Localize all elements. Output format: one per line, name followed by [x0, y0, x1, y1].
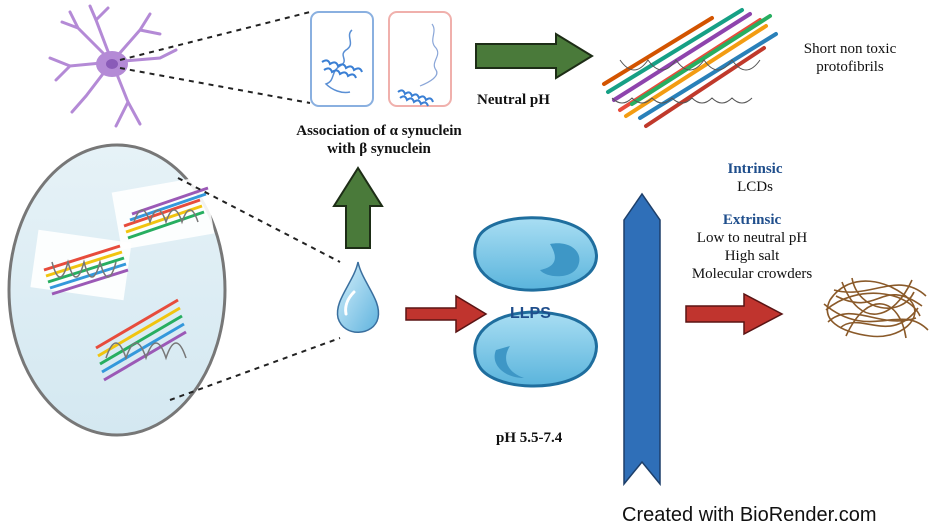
ph-range-label: pH 5.5-7.4	[496, 430, 563, 446]
protofibril-icon	[602, 8, 778, 128]
intrinsic-block: Intrinsic LCDs	[700, 160, 810, 196]
green-arrow-up	[332, 166, 384, 249]
green-arrow-right	[475, 32, 594, 80]
intrinsic-title: Intrinsic	[727, 161, 783, 177]
extrinsic-block: Extrinsic Low to neutral pH High salt Mo…	[672, 211, 832, 283]
intrinsic-item: LCDs	[737, 179, 773, 195]
beta-synuclein-panel	[388, 11, 452, 107]
extrinsic-title: Extrinsic	[722, 212, 782, 228]
fibril-card-2	[111, 176, 215, 250]
extrinsic-item: Low to neutral pH	[696, 230, 808, 246]
fibril-card-3	[95, 298, 187, 382]
association-label: Association of α synuclein with β synucl…	[285, 122, 473, 158]
biorender-credit: Created with BioRender.com	[622, 504, 877, 526]
neuron-icon	[48, 4, 178, 128]
zoom-connectors-top	[119, 11, 311, 104]
protofibrils-label: Short non toxic protofibrils	[790, 40, 910, 76]
llps-label: LLPS	[510, 305, 551, 322]
red-arrow-fibrils	[685, 292, 784, 336]
fibril-card-1	[30, 229, 132, 301]
condensate-icon	[473, 216, 598, 388]
extrinsic-item: High salt	[724, 248, 780, 264]
neutral-ph-label: Neutral pH	[477, 92, 550, 108]
red-arrow-llps	[405, 294, 488, 334]
zoomed-droplet-circle	[7, 143, 227, 437]
zoom-connectors-bottom	[169, 177, 341, 401]
extrinsic-item: Molecular crowders	[691, 266, 813, 282]
association-label-line2: with β synuclein	[327, 141, 431, 157]
droplet-icon	[336, 261, 380, 333]
alpha-synuclein-panel	[310, 11, 374, 107]
blue-arrow-up	[623, 192, 661, 487]
fibril-tangle-icon	[823, 277, 929, 339]
association-label-line1: Association of α synuclein	[296, 123, 462, 139]
protofibrils-label-line1: Short non toxic	[803, 41, 897, 57]
protofibrils-label-line2: protofibrils	[816, 59, 884, 75]
